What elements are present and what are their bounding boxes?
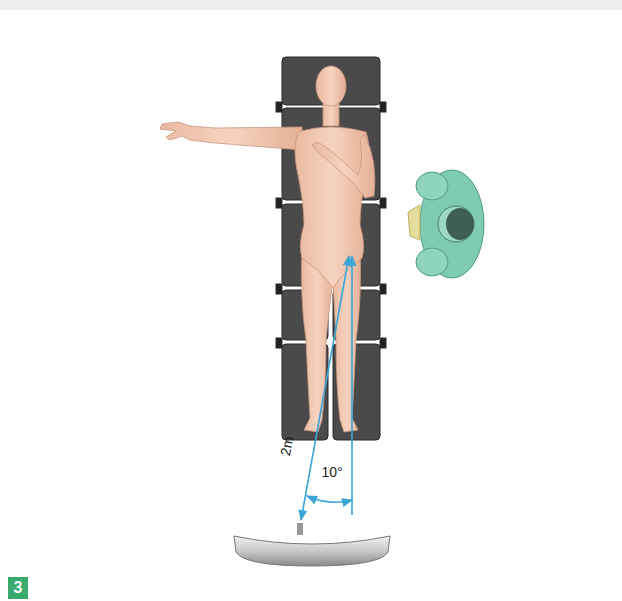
surgeon-figure — [408, 170, 484, 278]
imaging-device — [234, 536, 390, 566]
operating-table — [276, 57, 386, 440]
angle-label: 10° — [319, 464, 344, 480]
distance-label: 2m — [277, 433, 297, 459]
device-lens — [297, 523, 303, 535]
figure-number: 3 — [8, 577, 29, 599]
top-band — [0, 0, 622, 10]
measurement-lines — [301, 256, 352, 520]
patient-figure — [160, 66, 375, 432]
